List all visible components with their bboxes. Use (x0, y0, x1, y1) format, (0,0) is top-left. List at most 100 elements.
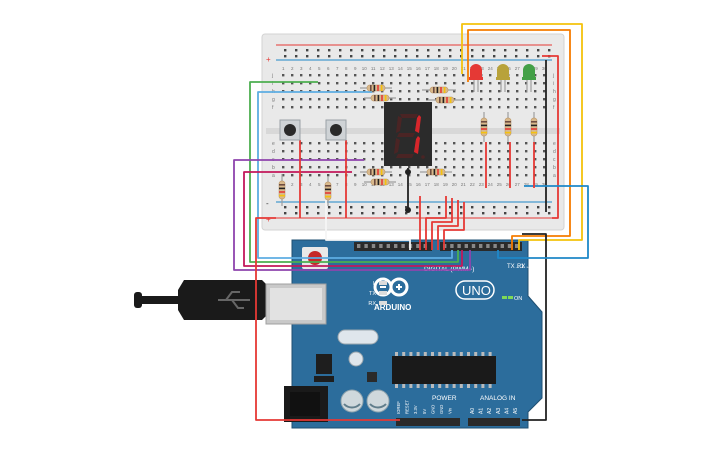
breadboard-hole[interactable] (381, 158, 384, 161)
rail-hole[interactable] (350, 49, 353, 52)
breadboard-hole[interactable] (372, 106, 375, 109)
breadboard-hole[interactable] (390, 90, 393, 93)
rail-hole[interactable] (383, 49, 386, 52)
breadboard-hole[interactable] (309, 74, 312, 77)
rail-hole[interactable] (493, 55, 496, 58)
resistors[interactable] (278, 84, 538, 206)
breadboard-hole[interactable] (498, 106, 501, 109)
breadboard-hole[interactable] (390, 166, 393, 169)
breadboard-hole[interactable] (363, 98, 366, 101)
breadboard-hole[interactable] (354, 142, 357, 145)
breadboard-hole[interactable] (498, 150, 501, 153)
breadboard-hole[interactable] (336, 166, 339, 169)
rail-hole[interactable] (328, 212, 331, 215)
rail-hole[interactable] (284, 55, 287, 58)
breadboard-hole[interactable] (516, 150, 519, 153)
rail-hole[interactable] (317, 49, 320, 52)
rail-hole[interactable] (548, 212, 551, 215)
breadboard-hole[interactable] (489, 106, 492, 109)
header-pin[interactable] (416, 244, 420, 248)
wires[interactable] (233, 23, 589, 421)
rail-hole[interactable] (295, 49, 298, 52)
breadboard-hole[interactable] (525, 90, 528, 93)
rail-hole[interactable] (394, 49, 397, 52)
wire-red-right[interactable] (542, 55, 559, 219)
breadboard-hole[interactable] (453, 74, 456, 77)
breadboard-hole[interactable] (498, 142, 501, 145)
rail-hole[interactable] (460, 212, 463, 215)
breadboard-hole[interactable] (471, 98, 474, 101)
rail-hole[interactable] (317, 55, 320, 58)
rail-hole[interactable] (295, 206, 298, 209)
breadboard-hole[interactable] (417, 90, 420, 93)
breadboard-hole[interactable] (354, 74, 357, 77)
breadboard-hole[interactable] (309, 142, 312, 145)
rail-hole[interactable] (471, 212, 474, 215)
rail-hole[interactable] (416, 49, 419, 52)
breadboard-hole[interactable] (327, 82, 330, 85)
breadboard-hole[interactable] (309, 82, 312, 85)
breadboard-hole[interactable] (291, 166, 294, 169)
breadboard-hole[interactable] (426, 90, 429, 93)
breadboard-hole[interactable] (444, 166, 447, 169)
breadboard-hole[interactable] (516, 90, 519, 93)
breadboard-hole[interactable] (390, 82, 393, 85)
wire-red-left[interactable] (255, 217, 400, 421)
breadboard-hole[interactable] (462, 174, 465, 177)
seven-segment-display[interactable]: 1 (0, 0, 432, 166)
rail-hole[interactable] (493, 49, 496, 52)
rail-hole[interactable] (372, 206, 375, 209)
rail-hole[interactable] (361, 212, 364, 215)
breadboard-hole[interactable] (282, 74, 285, 77)
breadboard-hole[interactable] (291, 82, 294, 85)
rail-hole[interactable] (416, 55, 419, 58)
breadboard-hole[interactable] (525, 98, 528, 101)
wire-red-b[interactable] (431, 198, 453, 250)
breadboard-hole[interactable] (282, 142, 285, 145)
rail-hole[interactable] (361, 55, 364, 58)
resistor[interactable] (324, 176, 332, 206)
rail-hole[interactable] (427, 206, 430, 209)
breadboard-hole[interactable] (354, 174, 357, 177)
breadboard-hole[interactable] (318, 106, 321, 109)
breadboard-hole[interactable] (426, 174, 429, 177)
rail-hole[interactable] (537, 49, 540, 52)
wire-magenta[interactable] (243, 171, 463, 267)
breadboard-hole[interactable] (408, 166, 411, 169)
breadboard-hole[interactable] (327, 174, 330, 177)
breadboard-hole[interactable] (381, 74, 384, 77)
breadboard-hole[interactable] (381, 142, 384, 145)
resistor[interactable] (364, 94, 396, 102)
breadboard-hole[interactable] (408, 98, 411, 101)
breadboard-hole[interactable] (453, 90, 456, 93)
breadboard-hole[interactable] (291, 106, 294, 109)
breadboard-hole[interactable] (318, 142, 321, 145)
breadboard-hole[interactable] (489, 174, 492, 177)
breadboard-hole[interactable] (336, 82, 339, 85)
rail-hole[interactable] (350, 206, 353, 209)
breadboard-hole[interactable] (345, 74, 348, 77)
breadboard-hole[interactable] (363, 106, 366, 109)
rail-hole[interactable] (427, 212, 430, 215)
rail-hole[interactable] (504, 212, 507, 215)
breadboard-hole[interactable] (525, 142, 528, 145)
rail-hole[interactable] (394, 212, 397, 215)
breadboard-hole[interactable] (489, 150, 492, 153)
red-led[interactable] (469, 64, 483, 92)
rail-hole[interactable] (306, 55, 309, 58)
breadboard-hole[interactable] (489, 98, 492, 101)
arduino-uno-board[interactable]: DIGITAL (PWM~) TX→1 RX←0 ARDUINO UNO ON … (284, 239, 543, 429)
rail-hole[interactable] (537, 212, 540, 215)
breadboard-hole[interactable] (435, 74, 438, 77)
breadboard-hole[interactable] (471, 90, 474, 93)
breadboard-hole[interactable] (282, 106, 285, 109)
rail-hole[interactable] (493, 206, 496, 209)
breadboard-hole[interactable] (462, 82, 465, 85)
push-button-1[interactable] (279, 119, 301, 141)
rail-hole[interactable] (438, 55, 441, 58)
breadboard-hole[interactable] (291, 174, 294, 177)
rail-hole[interactable] (427, 55, 430, 58)
rail-hole[interactable] (317, 212, 320, 215)
breadboard-hole[interactable] (327, 98, 330, 101)
breadboard-hole[interactable] (282, 166, 285, 169)
